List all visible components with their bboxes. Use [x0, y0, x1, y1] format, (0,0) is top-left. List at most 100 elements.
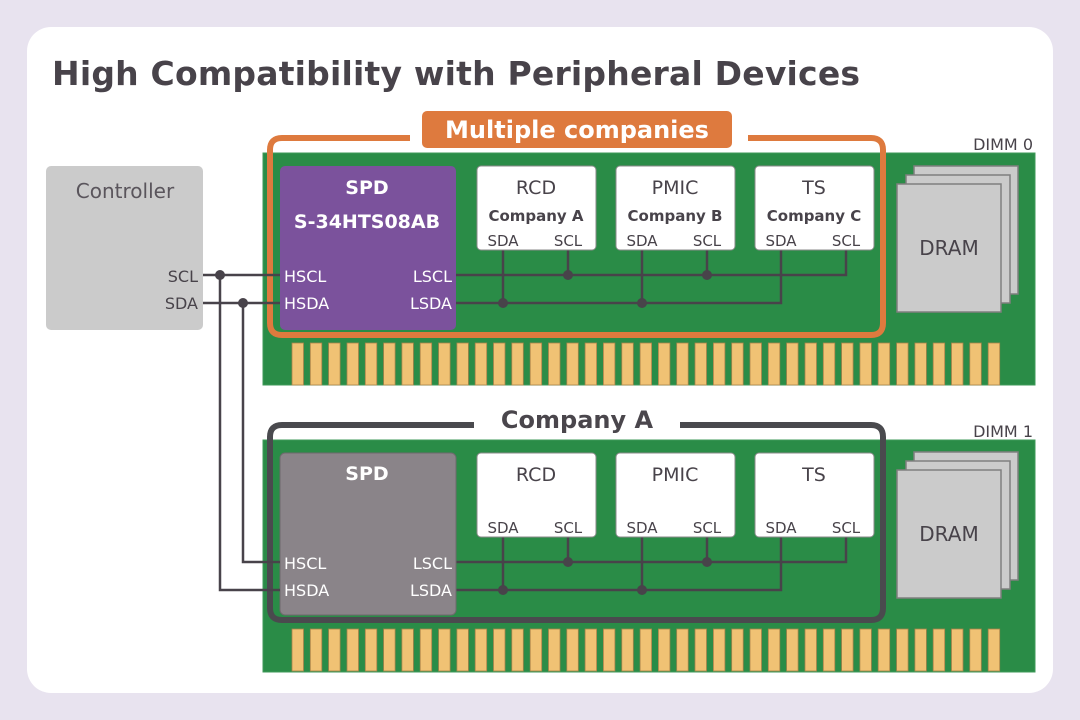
host-scl-to-dimm-1 — [218, 275, 280, 592]
gold-finger — [401, 628, 414, 672]
controller-label: Controller — [76, 179, 175, 203]
gold-finger — [639, 342, 652, 386]
gold-finger — [511, 342, 524, 386]
multiple-companies-badge — [422, 111, 732, 148]
gold-finger — [859, 628, 872, 672]
multiple-companies-label: Multiple companies — [445, 116, 709, 144]
device-name: TS — [801, 177, 826, 199]
junction-dot — [215, 270, 225, 280]
gold-finger — [896, 342, 909, 386]
spd-part-number: S-34HTS08AB — [294, 211, 440, 233]
gold-finger — [328, 628, 341, 672]
gold-finger — [401, 342, 414, 386]
gold-finger — [438, 342, 451, 386]
device-pin-scl: SCL — [554, 232, 583, 250]
device-name: RCD — [516, 177, 556, 199]
gold-finger — [859, 342, 872, 386]
gold-finger — [603, 342, 616, 386]
gold-finger — [511, 628, 524, 672]
gold-finger — [694, 342, 707, 386]
device-vendor: Company B — [628, 207, 723, 225]
gold-finger — [383, 628, 396, 672]
junction-dot — [637, 298, 647, 308]
gold-finger — [914, 342, 927, 386]
junction-dot — [498, 298, 508, 308]
controller: Controller SCL SDA — [46, 166, 203, 330]
gold-finger — [621, 342, 634, 386]
junction-dot — [637, 585, 647, 595]
device-pin-scl: SCL — [554, 519, 583, 537]
device-pin-scl: SCL — [693, 232, 722, 250]
gold-finger — [456, 628, 469, 672]
dimm-0-dram-stack: DRAM — [896, 165, 1019, 313]
dimm-0-device-ts: TS Company C SDA SCL — [754, 165, 875, 251]
gold-finger — [932, 342, 946, 386]
spd-chip — [280, 166, 456, 330]
spd-pin-lsda: LSDA — [410, 581, 452, 600]
dimm-1-spd: SPD HSCL HSDA LSCL LSDA — [279, 452, 457, 616]
device-pin-sda: SDA — [487, 519, 519, 537]
spd-title: SPD — [345, 463, 388, 485]
dimm-0-spd: SPD S-34HTS08AB HSCL HSDA LSCL LSDA — [280, 166, 456, 330]
gold-finger — [914, 628, 927, 672]
gold-finger — [291, 342, 304, 386]
device-box — [754, 452, 875, 538]
gold-finger — [731, 342, 744, 386]
gold-finger — [621, 628, 634, 672]
company-a-label: Company A — [501, 406, 654, 434]
multiple-companies-frame — [267, 135, 886, 338]
gold-finger — [346, 628, 359, 672]
gold-finger — [969, 628, 982, 672]
device-pin-scl: SCL — [832, 232, 861, 250]
gold-finger — [877, 342, 891, 386]
gold-finger — [786, 628, 799, 672]
dimm-1-junctions — [498, 557, 712, 595]
device-name: PMIC — [652, 464, 699, 486]
gold-finger — [474, 342, 488, 386]
gold-finger — [603, 628, 616, 672]
device-pin-scl: SCL — [693, 519, 722, 537]
dimm-0-label: DIMM 0 — [973, 135, 1033, 154]
gold-finger — [731, 628, 744, 672]
spd-pin-hscl: HSCL — [284, 267, 326, 286]
dimm-1: DIMM 1 DRAM SPD HSCL HSDA — [262, 406, 1036, 673]
junction-dot — [563, 557, 573, 567]
gold-finger — [566, 628, 579, 672]
junction-dot — [702, 557, 712, 567]
lsda-wire — [456, 250, 783, 305]
gold-finger — [877, 628, 891, 672]
gold-finger — [548, 342, 561, 386]
device-pin-scl: SCL — [832, 519, 861, 537]
gold-finger — [969, 342, 982, 386]
dimm-1-dram-stack: DRAM — [896, 451, 1019, 599]
page-title: High Compatibility with Peripheral Devic… — [52, 54, 861, 93]
gold-finger — [309, 628, 323, 672]
gold-finger — [676, 342, 689, 386]
device-box — [476, 452, 597, 538]
gold-finger — [529, 628, 543, 672]
junction-dot — [702, 270, 712, 280]
host-junctions — [215, 270, 248, 308]
gold-finger — [584, 628, 597, 672]
gold-finger — [786, 342, 799, 386]
dimm-0-device-pmic: PMIC Company B SDA SCL — [615, 165, 736, 251]
gold-finger — [493, 342, 506, 386]
junction-dot — [498, 585, 508, 595]
gold-finger — [749, 628, 762, 672]
dimm-0: DIMM 0 DRAM SPD S-34H — [262, 111, 1036, 386]
gold-finger — [548, 628, 561, 672]
dram-chip-front — [896, 469, 1002, 599]
dram-label: DRAM — [919, 522, 978, 546]
gold-finger — [419, 628, 433, 672]
gold-finger — [932, 628, 946, 672]
gold-finger — [364, 342, 378, 386]
device-box — [615, 452, 736, 538]
device-pin-sda: SDA — [765, 519, 797, 537]
gold-finger — [309, 342, 323, 386]
device-vendor: Company A — [488, 207, 583, 225]
gold-finger — [896, 628, 909, 672]
gold-finger — [658, 628, 671, 672]
gold-finger — [383, 342, 396, 386]
device-name: RCD — [516, 464, 556, 486]
spd-pin-hsda: HSDA — [284, 294, 329, 313]
